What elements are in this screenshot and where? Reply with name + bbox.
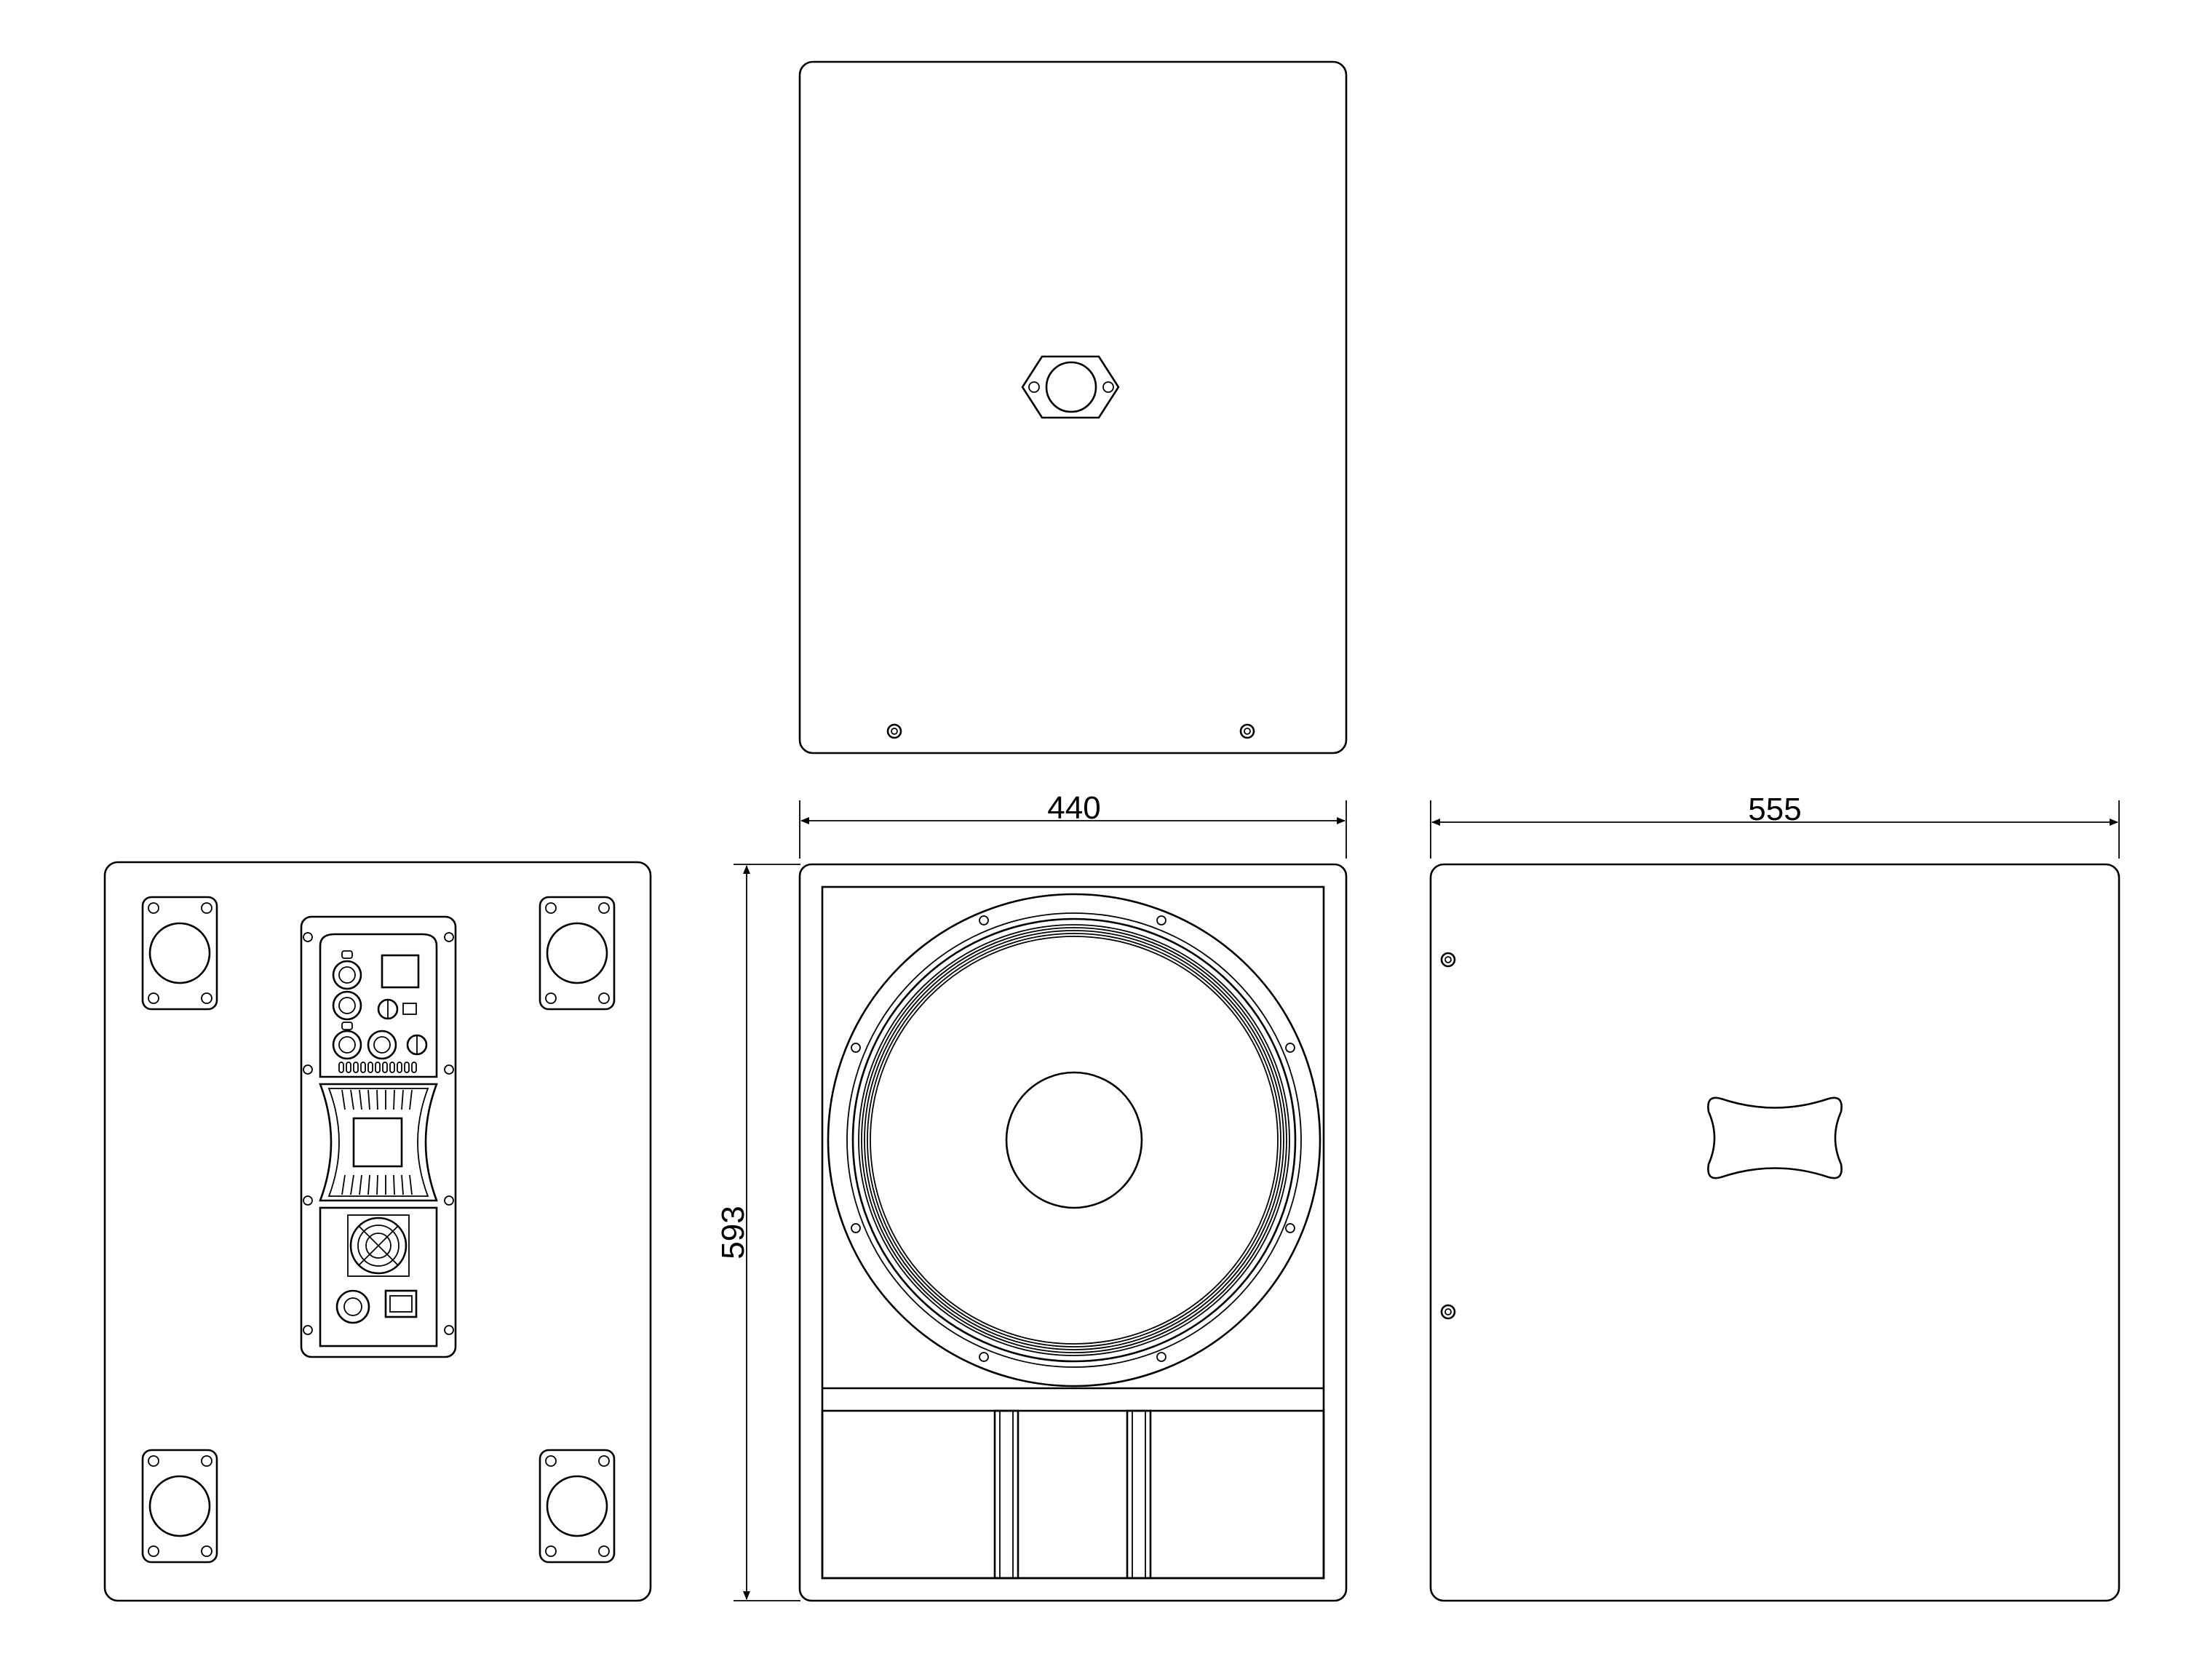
top-pole-mount <box>1021 355 1120 419</box>
side-handle <box>1707 1096 1843 1179</box>
width-dimension: 440 <box>799 790 1347 859</box>
width-label: 440 <box>1047 790 1100 826</box>
side-view <box>1429 863 2120 1602</box>
heatsink-fins <box>341 1089 413 1195</box>
front-view <box>798 863 1348 1602</box>
height-label: 593 <box>715 1206 751 1259</box>
rear-view <box>103 861 652 1602</box>
woofer <box>827 893 1321 1388</box>
side-mounting-points <box>1440 952 1456 1320</box>
handle-plates <box>141 896 616 1564</box>
depth-label: 555 <box>1748 792 1801 827</box>
cooling-fan <box>347 1214 410 1277</box>
top-mounting-points <box>886 723 1255 739</box>
height-dimension: 593 <box>715 864 800 1601</box>
depth-dimension: 555 <box>1430 792 2120 859</box>
top-view <box>798 60 1348 755</box>
led-row <box>338 1062 417 1073</box>
woofer-screws <box>851 915 1295 1362</box>
bass-ports <box>821 1387 1325 1580</box>
amplifier-module <box>300 915 457 1358</box>
